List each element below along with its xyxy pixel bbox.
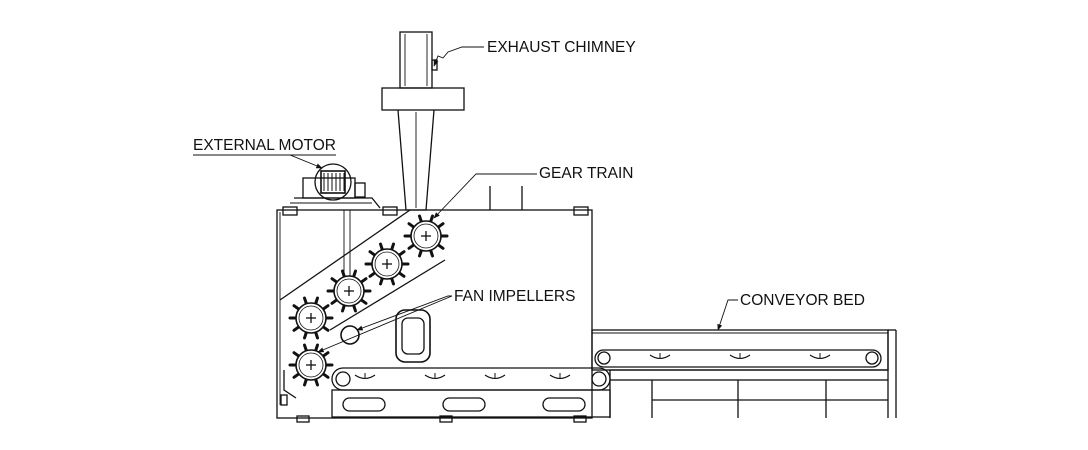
main-housing bbox=[276, 186, 593, 423]
label-external-motor: EXTERNAL MOTOR bbox=[193, 137, 336, 154]
external-motor bbox=[290, 163, 381, 209]
external-motor-leader bbox=[195, 154, 323, 169]
gear-impeller bbox=[288, 296, 334, 340]
gear-train-leader bbox=[433, 173, 537, 219]
conveyor-bed-leader bbox=[717, 299, 738, 331]
label-fan-impellers: FAN IMPELLERS bbox=[454, 288, 575, 305]
label-conveyor-bed: CONVEYOR BED bbox=[740, 292, 865, 309]
exhaust-chimney-leader bbox=[433, 46, 484, 67]
gear-impeller bbox=[364, 242, 410, 286]
gear-impeller bbox=[326, 269, 372, 313]
gear-impeller bbox=[403, 214, 449, 258]
gear-impeller bbox=[288, 343, 334, 387]
fan-impellers-leader-2 bbox=[317, 295, 453, 353]
label-gear-train: GEAR TRAIN bbox=[539, 165, 633, 182]
gear-train bbox=[288, 214, 449, 387]
conveyor-bed bbox=[591, 329, 897, 418]
label-exhaust-chimney: EXHAUST CHIMNEY bbox=[487, 39, 636, 56]
internal-conveyor bbox=[331, 367, 611, 418]
fan-impellers-leader-1 bbox=[356, 295, 452, 331]
exhaust-chimney bbox=[381, 31, 465, 211]
